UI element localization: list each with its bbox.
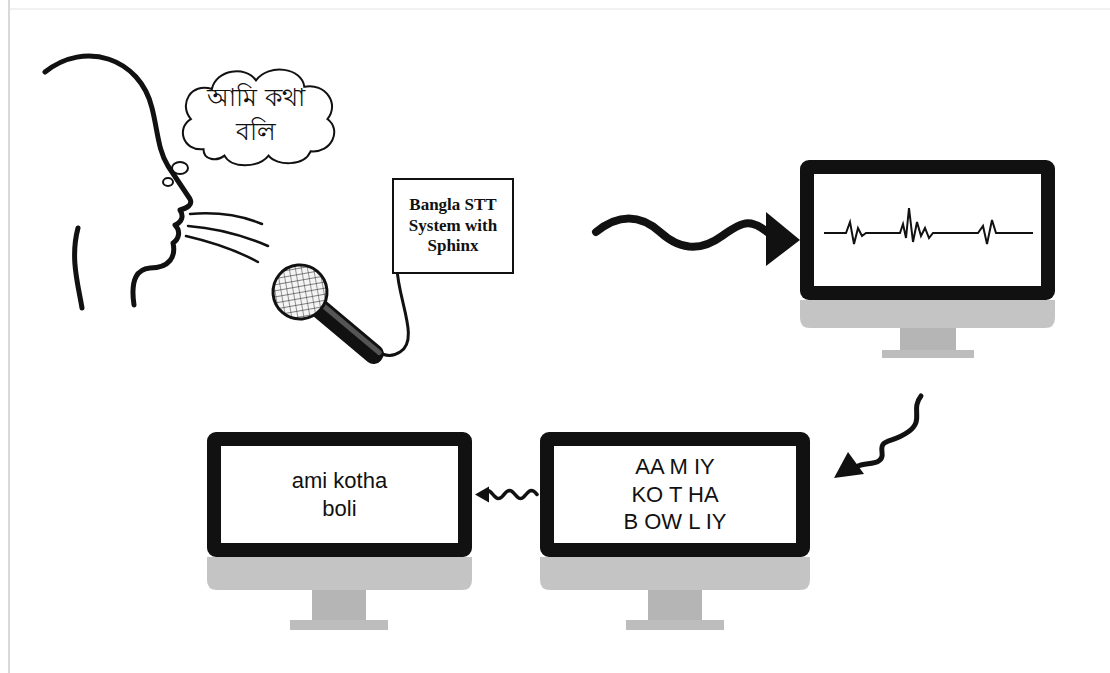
node-label: ami kotha boli bbox=[282, 467, 396, 522]
head-silhouette bbox=[45, 56, 191, 308]
wavy-connector bbox=[475, 487, 537, 503]
node-label: AA M IY KO T HA B OW L IY bbox=[622, 453, 729, 536]
monitor-stand bbox=[540, 557, 810, 630]
waveform-monitor bbox=[800, 160, 1055, 358]
node-label: Bangla STT System with Sphinx bbox=[401, 195, 505, 256]
wavy-arrow bbox=[596, 212, 800, 266]
breath-lines bbox=[186, 213, 268, 262]
monitor-stand bbox=[207, 557, 472, 630]
wavy-arrow bbox=[834, 396, 921, 478]
thought-bubble bbox=[163, 178, 173, 186]
thought-cloud: আমি কথা বলি bbox=[172, 61, 340, 169]
monitor-screen: ami kotha boli bbox=[207, 432, 472, 557]
cloud-outline bbox=[172, 61, 340, 169]
microphone bbox=[262, 254, 408, 381]
node-label: আমি কথা বলি bbox=[196, 81, 316, 149]
frame-line bbox=[9, 9, 1110, 10]
frame-line bbox=[8, 0, 10, 673]
process-box: Bangla STT System with Sphinx bbox=[392, 178, 514, 274]
thought-bubble bbox=[172, 162, 188, 174]
monitor-screen: AA M IY KO T HA B OW L IY bbox=[540, 432, 810, 557]
